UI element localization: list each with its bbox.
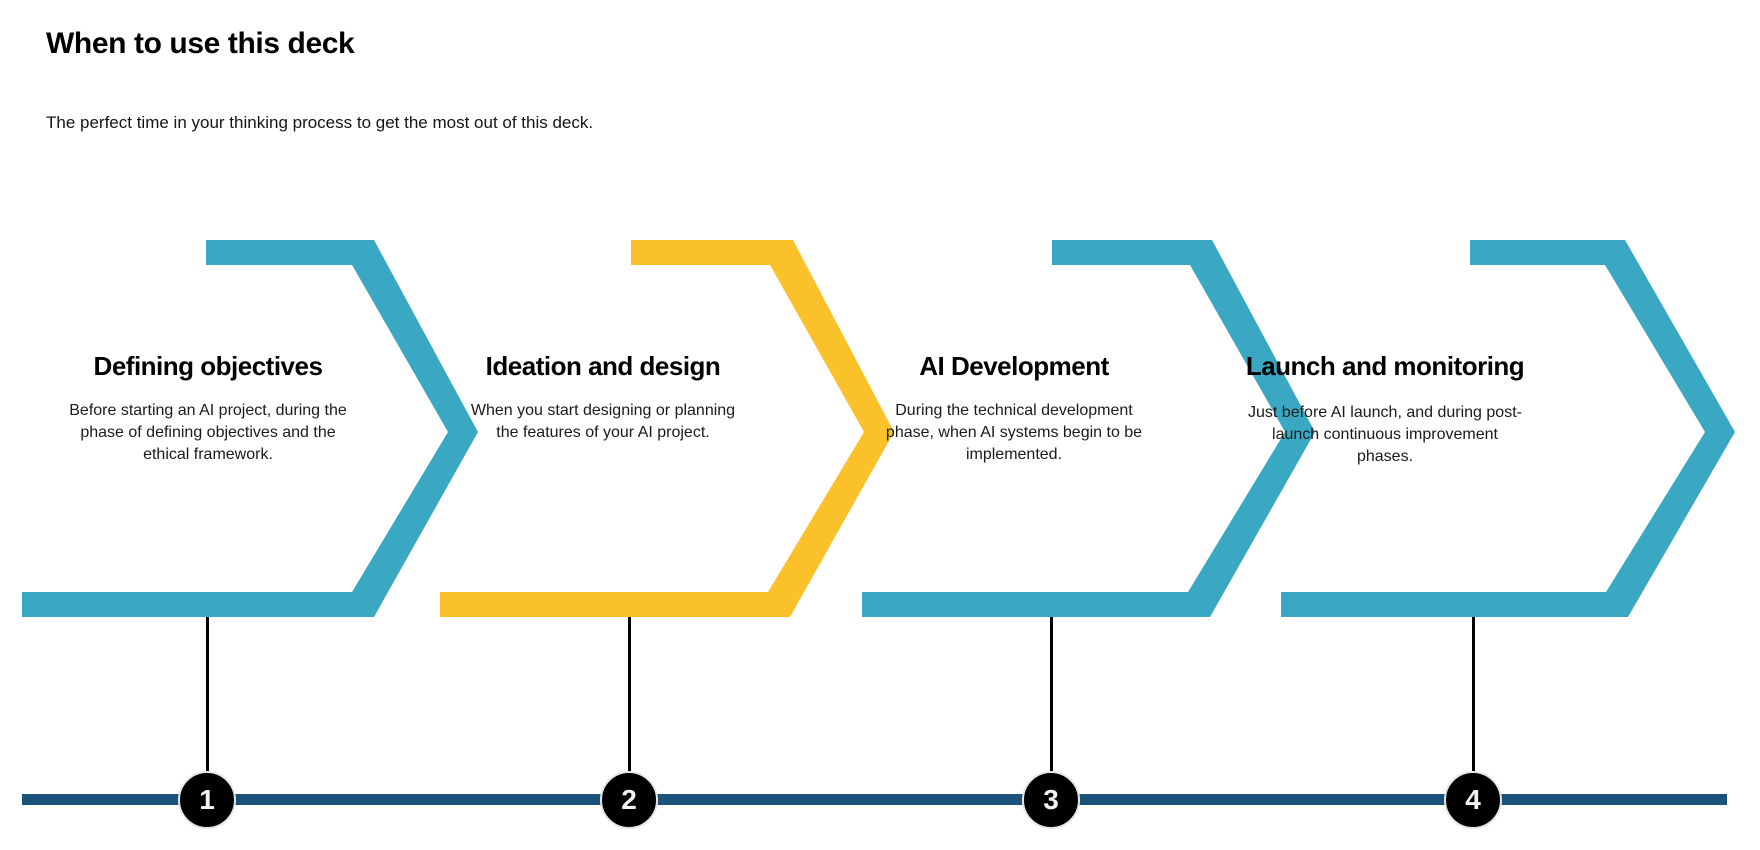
step-1-body: Before starting an AI project, during th…: [69, 401, 347, 463]
timeline-rule: [22, 794, 1727, 805]
marker-stem-4: [1472, 617, 1475, 782]
step-marker-1-number: 1: [199, 784, 215, 815]
step-marker-4-number: 4: [1465, 784, 1481, 815]
step-2-text: Ideation and design When you start desig…: [463, 350, 743, 444]
step-marker-3[interactable]: 3: [1022, 771, 1080, 829]
marker-stem-2: [628, 617, 631, 782]
step-marker-2-number: 2: [621, 784, 637, 815]
step-marker-2[interactable]: 2: [600, 771, 658, 829]
step-1-text: Defining objectives Before starting an A…: [68, 350, 348, 466]
step-1-heading: Defining objectives: [93, 351, 323, 381]
step-4-heading: Launch and monitoring: [1245, 351, 1525, 381]
step-3-heading: AI Development: [919, 351, 1109, 381]
step-2-heading: Ideation and design: [485, 351, 721, 381]
page-title: When to use this deck: [46, 27, 355, 60]
step-3-body: During the technical development phase, …: [885, 401, 1143, 463]
step-4-text: Launch and monitoring Just before AI lau…: [1245, 350, 1525, 510]
step-2-body: When you start designing or planning the…: [470, 401, 736, 441]
step-3-text: AI Development During the technical deve…: [874, 350, 1154, 466]
step-marker-4[interactable]: 4: [1444, 771, 1502, 829]
marker-stem-1: [206, 617, 209, 782]
step-marker-1[interactable]: 1: [178, 771, 236, 829]
marker-stem-3: [1050, 617, 1053, 782]
step-marker-3-number: 3: [1043, 784, 1059, 815]
step-4-body: Just before AI launch, and during post-l…: [1248, 404, 1522, 466]
page-subtitle: The perfect time in your thinking proces…: [46, 113, 594, 132]
